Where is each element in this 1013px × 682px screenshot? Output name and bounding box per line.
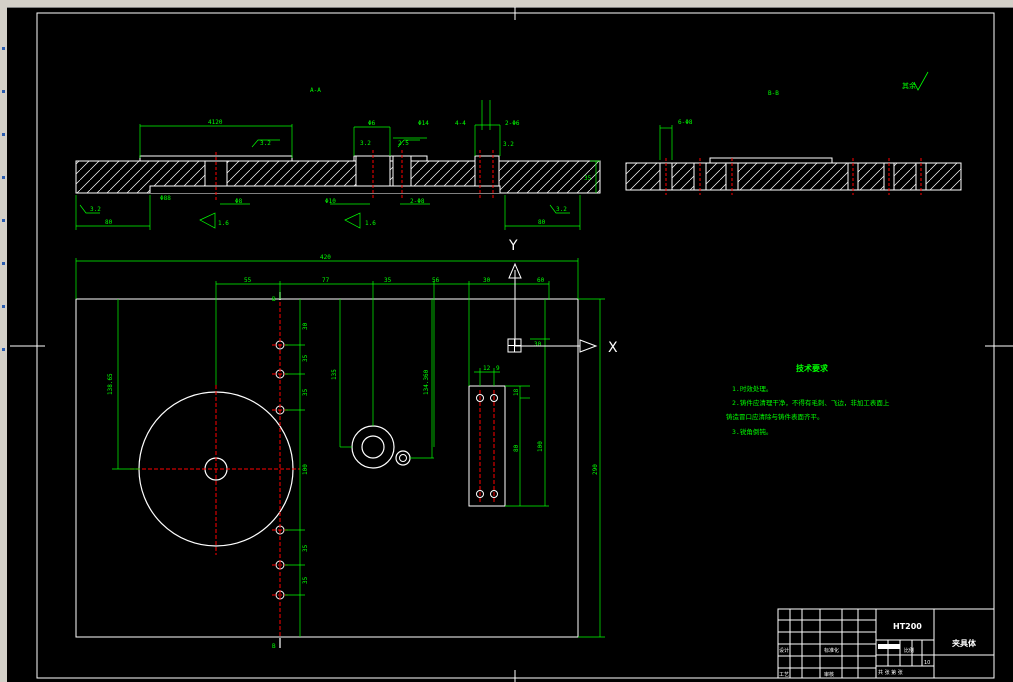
svg-text:80: 80 <box>105 219 113 226</box>
svg-text:12: 12 <box>483 365 491 372</box>
section-b-view[interactable]: 6-Φ8 <box>625 119 962 195</box>
svg-text:Φ8: Φ8 <box>235 198 243 205</box>
section-b-label: B-B <box>768 90 779 97</box>
svg-text:Φ14: Φ14 <box>418 120 429 127</box>
finish-check-icon <box>913 71 929 91</box>
svg-text:290: 290 <box>592 464 599 475</box>
svg-text:4-4: 4-4 <box>455 120 466 127</box>
svg-text:55: 55 <box>244 277 252 284</box>
title-part-name: 夹具体 <box>952 638 977 648</box>
svg-text:80: 80 <box>513 444 520 452</box>
svg-text:Φ88: Φ88 <box>160 195 171 202</box>
svg-text:3.2: 3.2 <box>556 206 567 213</box>
tech-req-item-4: 3.锐角倒钝。 <box>732 427 772 436</box>
title-block-fill <box>878 644 900 649</box>
svg-text:35: 35 <box>584 175 592 182</box>
svg-text:1.6: 1.6 <box>365 220 376 227</box>
tech-req-item-3: 铸造冒口应清除与铸件表面齐平。 <box>726 412 824 421</box>
tech-req-title: 技术要求 <box>796 363 829 373</box>
svg-text:60: 60 <box>537 277 545 284</box>
tech-req-item-2: 2.铸件应清理干净，不得有毛刺、飞边，非加工表面上 <box>732 398 890 407</box>
svg-text:3.2: 3.2 <box>260 140 271 147</box>
svg-text:30: 30 <box>534 341 542 348</box>
title-block[interactable] <box>777 608 995 679</box>
svg-text:35: 35 <box>302 576 309 584</box>
svg-text:100: 100 <box>537 441 544 452</box>
ucs-y-label: Y <box>508 238 518 254</box>
svg-text:420: 420 <box>320 254 331 261</box>
window-title-bar <box>0 0 1013 8</box>
svg-text:135: 135 <box>331 369 338 380</box>
svg-text:审核: 审核 <box>824 671 834 678</box>
svg-text:10: 10 <box>924 660 930 666</box>
svg-text:77: 77 <box>322 277 330 284</box>
title-material: HT200 <box>893 622 922 631</box>
svg-text:138.65: 138.65 <box>107 373 114 395</box>
svg-text:比例: 比例 <box>904 647 914 654</box>
svg-text:56: 56 <box>432 277 440 284</box>
svg-text:18: 18 <box>513 388 520 396</box>
svg-text:工艺: 工艺 <box>779 672 789 678</box>
svg-text:35: 35 <box>302 354 309 362</box>
svg-text:100: 100 <box>302 464 309 475</box>
center-marks <box>10 7 1013 682</box>
surface-finish-note: 其余 <box>902 81 916 90</box>
svg-text:Φ10: Φ10 <box>325 198 336 205</box>
svg-text:35: 35 <box>302 544 309 552</box>
section-a-view[interactable]: 4120 3.2 3.2 Φ6 Φ14 2.5 4-4 2-Φ6 3.2 80 … <box>75 100 601 230</box>
svg-text:2-Φ6: 2-Φ6 <box>505 120 520 127</box>
technical-requirements: 技术要求 1.时效处理。 2.铸件应清理干净，不得有毛刺、飞边，非加工表面上 铸… <box>726 363 890 436</box>
svg-text:35: 35 <box>302 388 309 396</box>
section-a-label: A-A <box>310 87 321 94</box>
svg-text:3.2: 3.2 <box>503 141 514 148</box>
svg-text:80: 80 <box>538 219 546 226</box>
svg-text:30: 30 <box>302 322 309 330</box>
tech-req-item-1: 1.时效处理。 <box>732 384 772 393</box>
section-marker-bottom: B <box>272 643 276 650</box>
svg-text:1.6: 1.6 <box>218 220 229 227</box>
svg-text:2-Φ8: 2-Φ8 <box>410 198 425 205</box>
svg-text:3.2: 3.2 <box>90 206 101 213</box>
svg-text:134.360: 134.360 <box>423 369 430 395</box>
svg-text:6-Φ8: 6-Φ8 <box>678 119 693 126</box>
section-marker-top: B <box>272 296 276 303</box>
svg-text:30: 30 <box>483 277 491 284</box>
svg-text:2.5: 2.5 <box>398 140 409 147</box>
left-toolbar-strip <box>0 7 7 682</box>
svg-text:9: 9 <box>496 365 500 372</box>
svg-text:35: 35 <box>384 277 392 284</box>
svg-text:4120: 4120 <box>208 119 223 126</box>
svg-text:设计: 设计 <box>779 647 789 654</box>
plan-view[interactable]: B B <box>75 254 605 650</box>
svg-text:3.2: 3.2 <box>360 140 371 147</box>
ucs-icon <box>507 262 598 353</box>
ucs-x-label: X <box>608 340 618 356</box>
svg-text:Φ6: Φ6 <box>368 120 376 127</box>
svg-text:共 张 第 张: 共 张 第 张 <box>878 669 903 676</box>
svg-text:标准化: 标准化 <box>824 647 839 654</box>
